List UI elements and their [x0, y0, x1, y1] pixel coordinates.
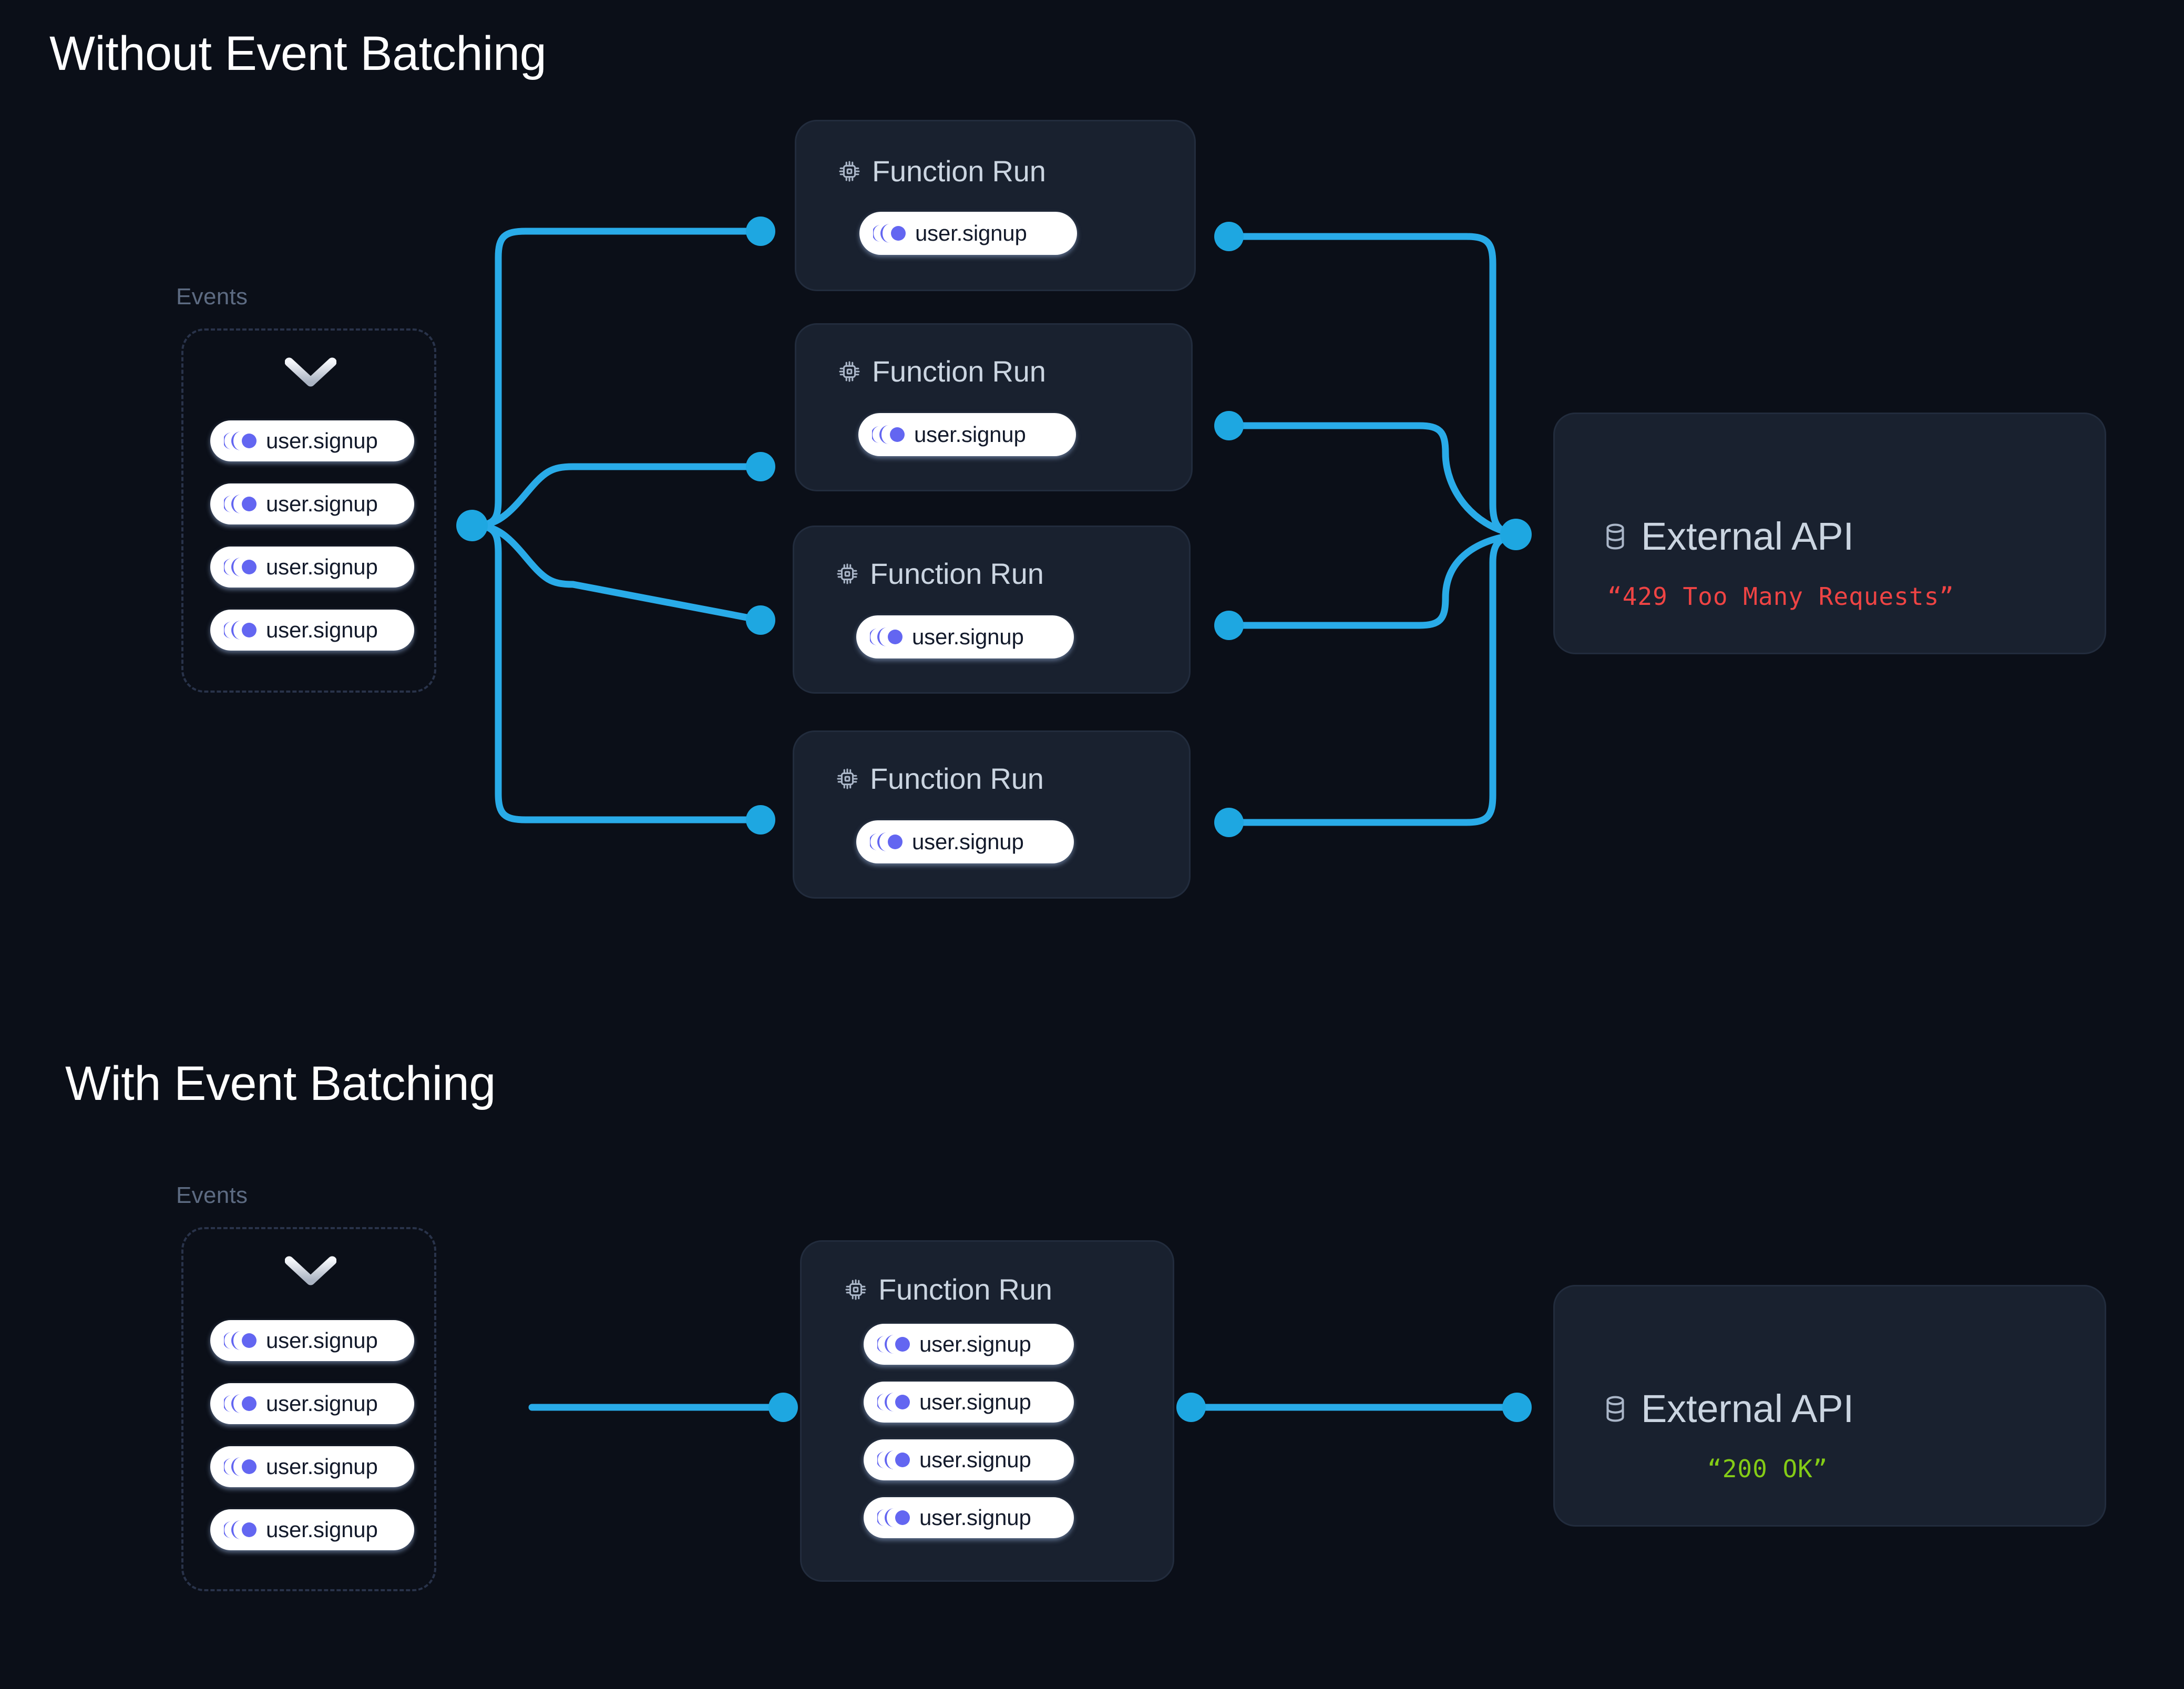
card-title: Function Run — [872, 155, 1046, 188]
card-title: Function Run — [878, 1273, 1052, 1306]
event-pill[interactable]: user.signup — [864, 1439, 1074, 1480]
edge-group-fanout — [456, 217, 775, 835]
cpu-chip-icon — [839, 160, 860, 182]
card-header: Function Run — [837, 154, 1046, 188]
event-pill-label: user.signup — [919, 1505, 1031, 1530]
section-title-with-batching: With Event Batching — [65, 1057, 496, 1110]
cpu-chip-icon — [837, 768, 858, 789]
event-pill-label: user.signup — [919, 1389, 1031, 1414]
external-api-card[interactable]: External API “429 Too Many Requests” — [1553, 413, 2106, 654]
event-icon — [873, 224, 906, 243]
event-pill-label: user.signup — [915, 221, 1027, 245]
event-pill-label: user.signup — [266, 491, 378, 516]
event-icon — [877, 1335, 910, 1354]
section-title-without-batching: Without Event Batching — [49, 27, 547, 80]
event-pill[interactable]: user.signup — [210, 483, 414, 524]
event-pill[interactable]: user.signup — [864, 1497, 1074, 1538]
event-pill[interactable]: user.signup — [856, 615, 1074, 658]
event-icon — [877, 1508, 910, 1527]
event-pill-label: user.signup — [914, 422, 1026, 447]
card-header: Function Run — [835, 557, 1044, 591]
event-pill[interactable]: user.signup — [858, 413, 1076, 456]
events-container — [181, 328, 436, 693]
card-header: External API — [1600, 1386, 1854, 1431]
event-icon — [870, 627, 903, 646]
event-pill-label: user.signup — [912, 624, 1024, 649]
event-icon — [224, 495, 257, 513]
card-title: Function Run — [870, 762, 1044, 795]
cpu-chip-icon — [845, 1279, 866, 1300]
function-run-card[interactable]: Function Run user.signup — [793, 526, 1191, 694]
function-run-card[interactable]: Function Run user.signup user.signup — [800, 1240, 1174, 1582]
event-icon — [877, 1450, 910, 1469]
card-title: Function Run — [872, 355, 1046, 388]
event-pill[interactable]: user.signup — [859, 212, 1077, 255]
event-pill-label: user.signup — [266, 1517, 378, 1542]
cpu-chip-icon — [839, 361, 860, 382]
function-run-card[interactable]: Function Run user.signup — [795, 120, 1196, 291]
event-pill-label: user.signup — [266, 617, 378, 642]
database-icon — [1606, 523, 1624, 550]
card-header: Function Run — [844, 1272, 1052, 1306]
event-icon — [872, 425, 905, 444]
event-pill-label: user.signup — [266, 428, 378, 453]
cpu-chip-icon — [837, 563, 858, 584]
card-title: External API — [1641, 514, 1854, 558]
event-icon — [224, 558, 257, 576]
edge-group-fanin — [1214, 222, 1532, 837]
card-title: External API — [1641, 1387, 1854, 1430]
event-pill-label: user.signup — [266, 554, 378, 579]
status-badge: “429 Too Many Requests” — [1607, 582, 1954, 611]
chevron-down-icon — [285, 357, 336, 387]
event-pill[interactable]: user.signup — [210, 547, 414, 588]
function-run-card[interactable]: Function Run user.signup — [795, 323, 1193, 491]
event-pill[interactable]: user.signup — [864, 1382, 1074, 1423]
events-label: Events — [176, 1182, 248, 1208]
event-pill-label: user.signup — [919, 1447, 1031, 1472]
event-pill-label: user.signup — [266, 1328, 378, 1353]
event-pill[interactable]: user.signup — [210, 1446, 414, 1487]
events-label: Events — [176, 284, 248, 310]
event-pill[interactable]: user.signup — [210, 1383, 414, 1424]
chevron-down-icon — [285, 1256, 336, 1285]
event-icon — [224, 1331, 257, 1350]
event-icon — [224, 1394, 257, 1413]
event-pill-label: user.signup — [919, 1332, 1031, 1356]
event-pill[interactable]: user.signup — [210, 610, 414, 651]
event-pill-label: user.signup — [912, 829, 1024, 854]
function-run-card[interactable]: Function Run user.signup — [793, 730, 1191, 899]
card-header: External API — [1600, 514, 1854, 559]
event-icon — [224, 621, 257, 640]
event-pill[interactable]: user.signup — [210, 1320, 414, 1361]
card-header: Function Run — [837, 354, 1046, 388]
event-pill[interactable]: user.signup — [210, 420, 414, 461]
event-pill[interactable]: user.signup — [210, 1509, 414, 1550]
event-pill-label: user.signup — [266, 1454, 378, 1479]
event-pill[interactable]: user.signup — [864, 1324, 1074, 1365]
event-icon — [224, 1457, 257, 1476]
card-title: Function Run — [870, 557, 1044, 590]
database-icon — [1606, 1395, 1624, 1422]
events-container — [181, 1227, 436, 1591]
status-badge: “200 OK” — [1707, 1455, 1828, 1483]
event-icon — [877, 1393, 910, 1412]
external-api-card[interactable]: External API “200 OK” — [1553, 1285, 2106, 1527]
event-icon — [224, 431, 257, 450]
event-icon — [224, 1520, 257, 1539]
event-pill[interactable]: user.signup — [856, 820, 1074, 863]
event-icon — [870, 832, 903, 851]
event-pill-label: user.signup — [266, 1391, 378, 1416]
card-header: Function Run — [835, 761, 1044, 796]
